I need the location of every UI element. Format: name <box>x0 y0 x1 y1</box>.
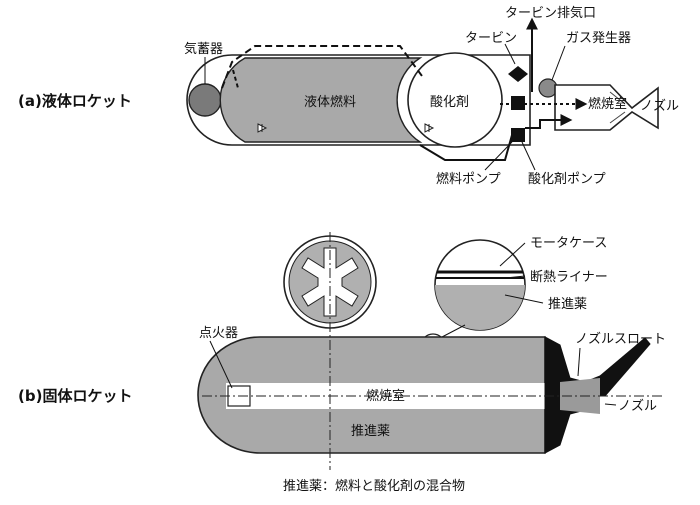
solid-rocket-group: (b)固体ロケット モータケース 断熱ライナー 推進薬 点火器 ノズルスロート … <box>18 232 666 494</box>
oxidizer-pump-label: 酸化剤ポンプ <box>528 171 606 187</box>
oxidizer-tank <box>407 52 503 148</box>
propellant-detail-label: 推進薬 <box>548 297 587 312</box>
liquid-nozzle-label: ノズル <box>640 98 679 114</box>
igniter-label: 点火器 <box>199 326 238 341</box>
solid-section-label: (b)固体ロケット <box>18 387 132 405</box>
feed-line-fuel <box>419 134 513 161</box>
solid-chamber-label: 燃焼室 <box>366 388 405 404</box>
insulation-liner-label: 断熱ライナー <box>530 270 608 285</box>
gas-generator-leader <box>551 45 566 81</box>
fuel-pump-block <box>511 128 525 142</box>
liquid-rocket-group: (a)液体ロケット 気蓄器 液体燃料 酸化剤 タービン排気口 タービン ガス発生… <box>18 5 679 187</box>
motor-case-leader <box>499 242 526 267</box>
detail-propellant <box>435 285 525 330</box>
solid-nozzle-leader <box>604 403 617 406</box>
turbine-diamond-icon <box>508 66 528 82</box>
accumulator-label: 気蓄器 <box>184 41 223 57</box>
accumulator-sphere <box>188 83 222 117</box>
fuel-tank-vent-icon <box>257 123 268 133</box>
caption: 推進薬：燃料と酸化剤の混合物 <box>283 478 465 494</box>
gas-generator-label: ガス発生器 <box>566 31 631 46</box>
pressurization-branch <box>232 69 239 89</box>
fuel-pump-label: 燃料ポンプ <box>436 171 501 187</box>
oxidizer-label: 酸化剤 <box>430 94 469 110</box>
propellant-detail-leader <box>504 294 544 304</box>
nozzle-throat-label: ノズルスロート <box>575 331 666 347</box>
turbine-exhaust-label: タービン排気口 <box>505 5 596 21</box>
feed-line-cooling <box>525 114 573 129</box>
oxidizer-tank-vent-icon <box>424 123 435 133</box>
oxidizer-pump-leader <box>521 141 536 171</box>
turbine-label: タービン <box>465 31 517 46</box>
fuel-label: 液体燃料 <box>304 94 356 110</box>
nozzle-throat-leader <box>577 347 581 377</box>
igniter-leader <box>209 340 233 389</box>
liquid-chamber-label: 燃焼室 <box>588 96 627 112</box>
detail-connector <box>441 324 466 338</box>
liquid-section-label: (a)液体ロケット <box>18 92 132 110</box>
pressurization-line <box>221 45 423 89</box>
turbine-leader <box>504 43 516 65</box>
motor-case-label: モータケース <box>530 236 607 251</box>
solid-nozzle-label: ノズル <box>618 398 657 414</box>
liquid-nozzle-inner <box>609 91 626 124</box>
fuel-pump-leader <box>484 141 513 171</box>
propellant-label: 推進薬 <box>351 424 390 439</box>
liquid-combustion-chamber <box>554 84 659 131</box>
insulation-liner-leader <box>504 275 526 279</box>
